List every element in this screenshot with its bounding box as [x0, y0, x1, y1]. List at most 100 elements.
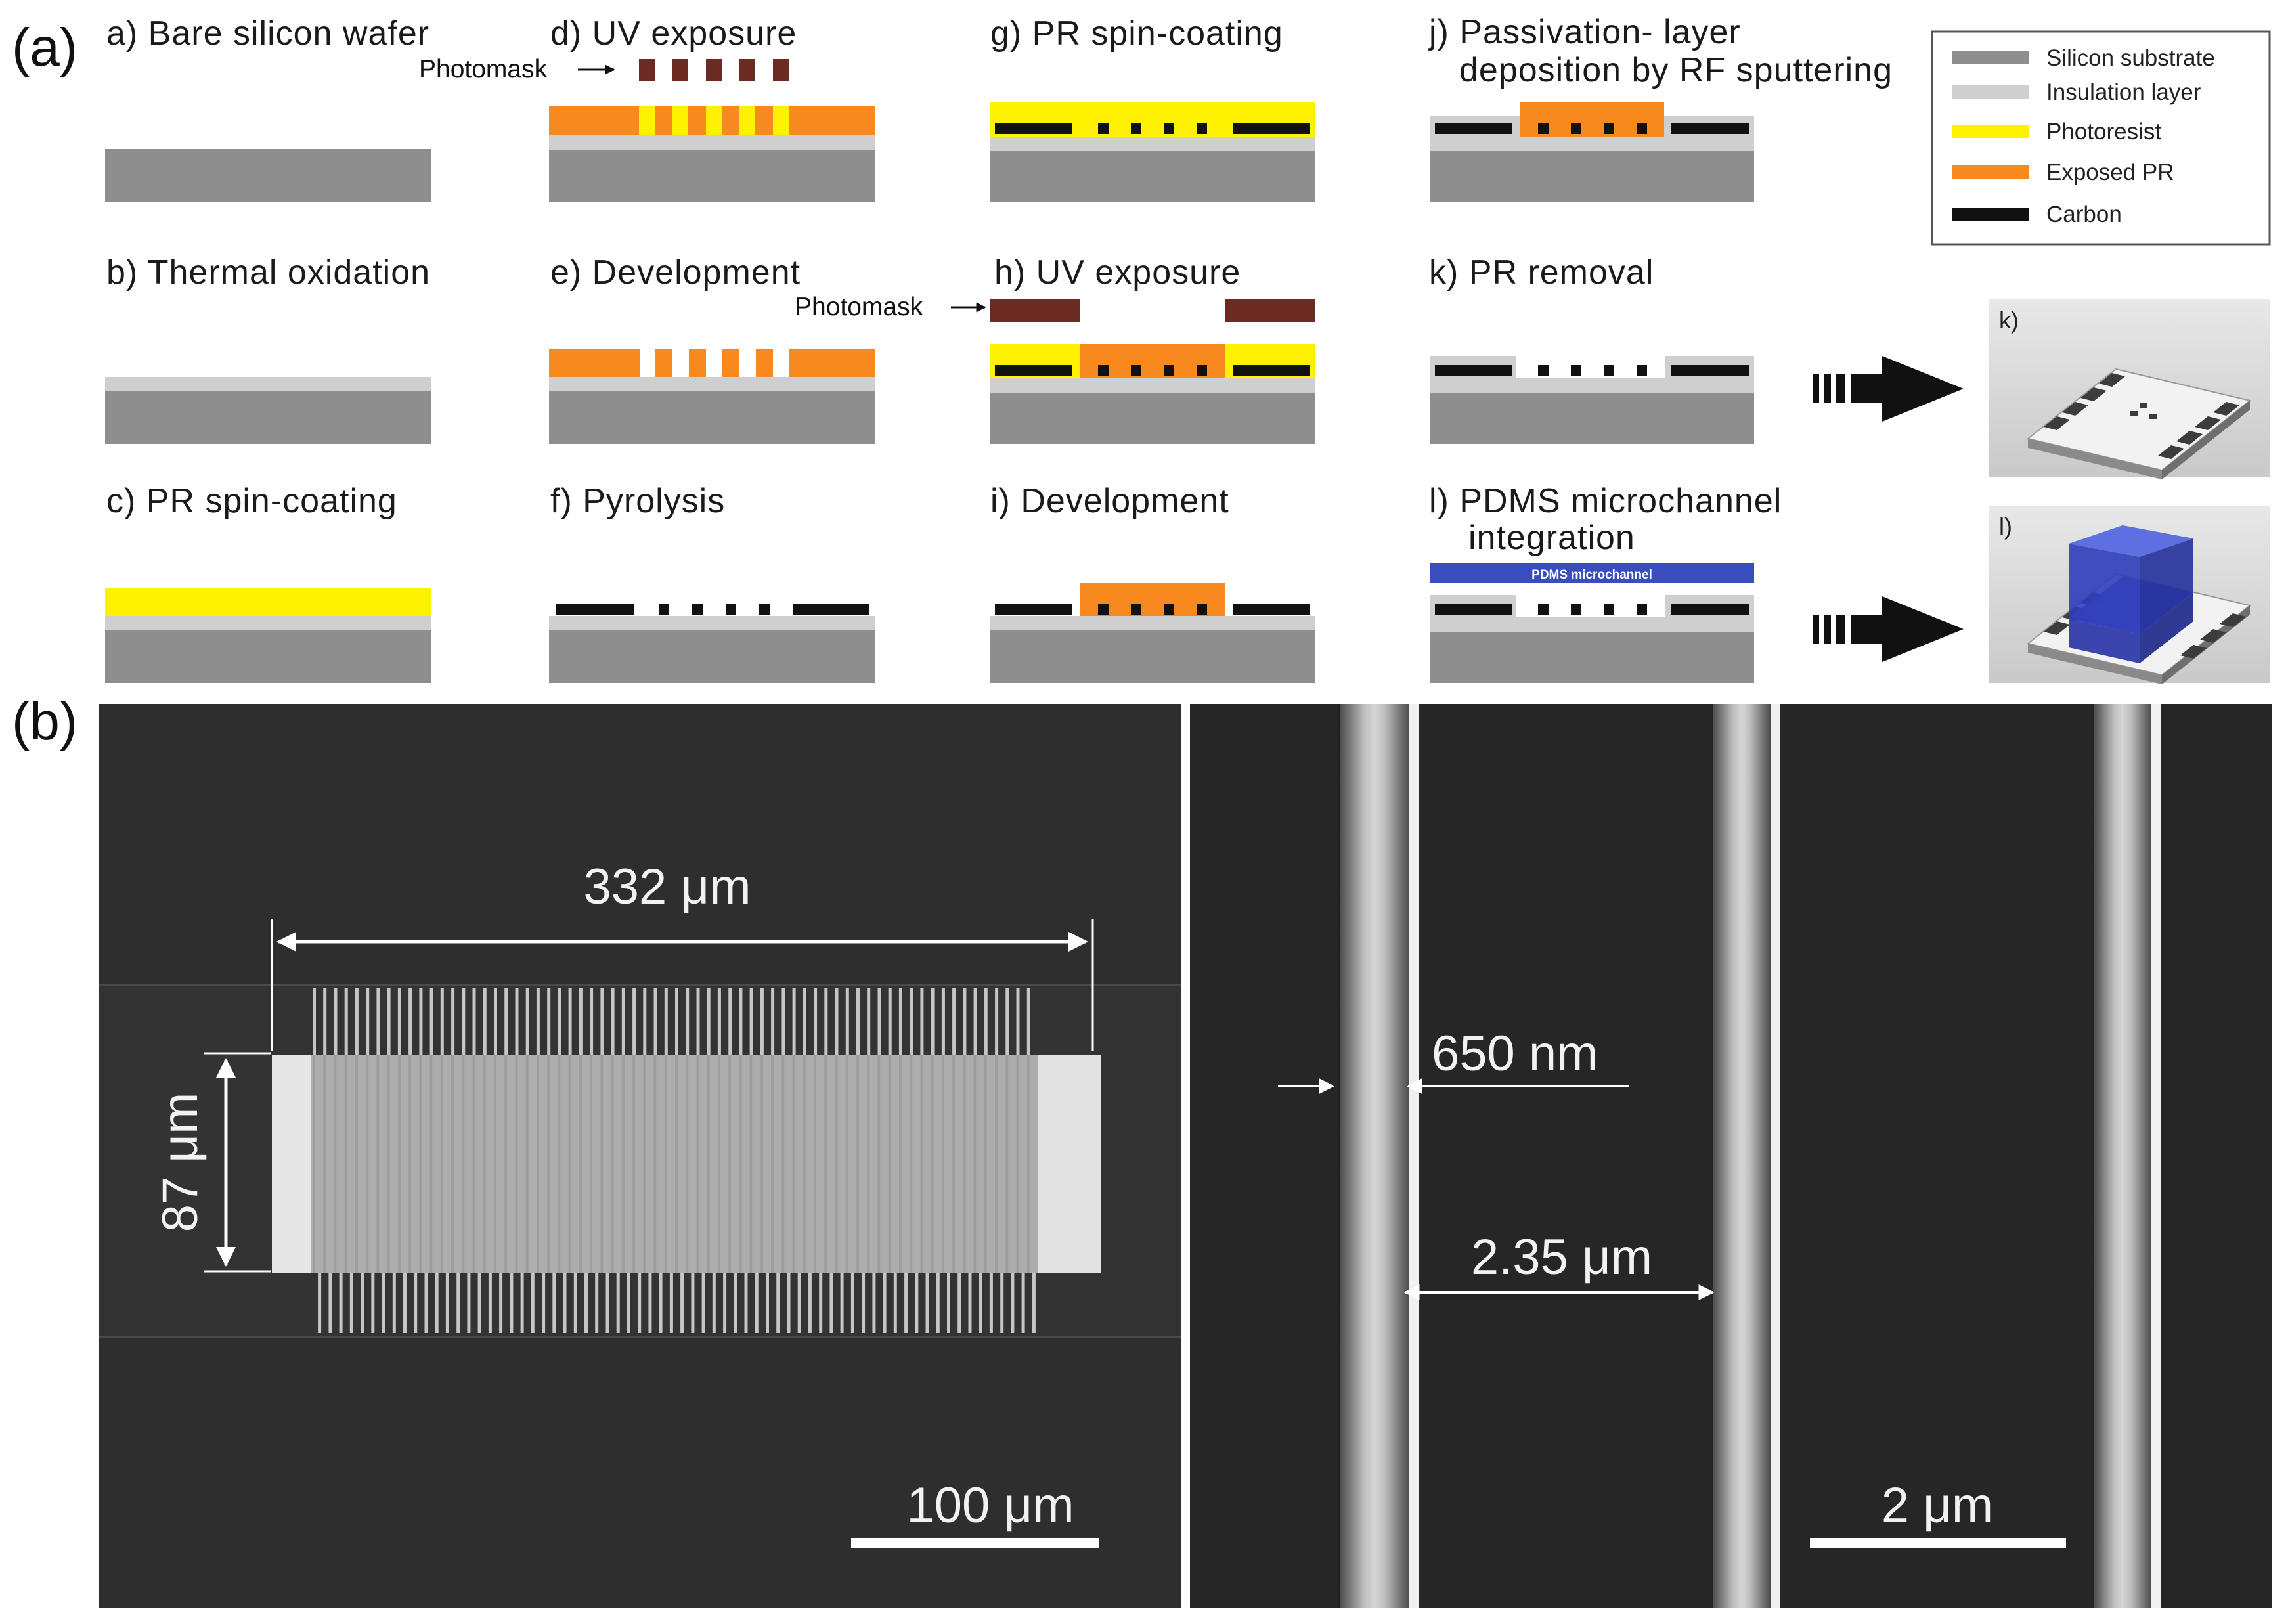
electrode-finger — [755, 1273, 759, 1333]
insulation-layer — [105, 377, 431, 391]
electrode-finger — [355, 988, 359, 1055]
electrode-finger — [936, 1273, 940, 1333]
electrode-finger-line — [793, 1055, 795, 1273]
step-j-title-1: j) Passivation- layer — [1428, 13, 1741, 51]
electrode-finger — [313, 988, 316, 1055]
electrode-finger — [611, 988, 615, 1055]
electrode-finger-line — [739, 1055, 741, 1273]
insulation-layer — [990, 616, 1315, 630]
electrode-finger — [542, 1273, 545, 1333]
electrode-finger — [718, 988, 721, 1055]
electrode-finger — [894, 1273, 897, 1333]
electrode-finger-line — [984, 1055, 987, 1273]
electrode-finger-line — [760, 1055, 763, 1273]
electrode-finger — [824, 988, 827, 1055]
electrode-finger — [803, 988, 806, 1055]
electrode-finger — [867, 988, 870, 1055]
electrode-finger-line — [355, 1055, 358, 1273]
electrode-finger-line — [526, 1055, 529, 1273]
photomask-label-2: Photomask — [795, 293, 923, 321]
electrode-finger — [531, 1273, 535, 1333]
electrode-finger — [425, 1273, 428, 1333]
electrode-finger — [456, 1273, 460, 1333]
render-l-label: l) — [1999, 513, 2012, 540]
electrode-finger-line — [835, 1055, 838, 1273]
electrode-finger-line — [846, 1055, 848, 1273]
electrode-finger — [691, 1273, 694, 1333]
electrode-finger — [340, 1273, 343, 1333]
electrode-finger — [776, 1273, 780, 1333]
electrode-finger-line — [462, 1055, 464, 1273]
electrode-finger — [878, 988, 881, 1055]
electrode-finger-line — [910, 1055, 912, 1273]
electrode-finger-line — [686, 1055, 688, 1273]
electrode-finger — [829, 1273, 833, 1333]
electrode-finger — [552, 1273, 556, 1333]
silicon-substrate — [990, 393, 1315, 444]
step-d-diagram — [549, 59, 875, 202]
electrode-finger — [766, 1273, 769, 1333]
electrode-finger — [504, 988, 508, 1055]
electrode-finger — [686, 988, 689, 1055]
electrode-finger-line — [334, 1055, 337, 1273]
electrode-finger — [889, 988, 892, 1055]
electrode-finger-line — [814, 1055, 816, 1273]
electrode-finger-line — [781, 1055, 784, 1273]
electrode-finger-line — [974, 1055, 977, 1273]
legend-swatch-photoresist — [1952, 125, 2029, 138]
legend-label-insulation: Insulation layer — [2046, 79, 2201, 105]
step-h-diagram — [990, 299, 1315, 444]
electrode-finger — [451, 988, 454, 1055]
electrode-finger — [814, 988, 817, 1055]
electrode-finger — [904, 1273, 908, 1333]
electrode-finger — [398, 988, 401, 1055]
electrode-finger-line — [537, 1055, 539, 1273]
electrode-finger — [654, 988, 657, 1055]
electrode-finger — [494, 988, 497, 1055]
insulation-layer — [549, 377, 875, 391]
electrode-finger-line — [569, 1055, 571, 1273]
electrode-finger — [872, 1273, 875, 1333]
scale-bar-left-label: 100 μm — [906, 1478, 1074, 1533]
electrode-finger — [414, 1273, 417, 1333]
step-j-title-2: deposition by RF sputtering — [1459, 51, 1893, 89]
insulation-layer — [990, 137, 1315, 151]
electrode-finger — [702, 1273, 705, 1333]
electrode-finger — [915, 1273, 918, 1333]
electrode-finger — [334, 988, 338, 1055]
electrode-finger — [851, 1273, 854, 1333]
electrode-finger — [467, 1273, 470, 1333]
electrode-finger — [537, 988, 540, 1055]
electrode-finger — [734, 1273, 737, 1333]
electrode-finger — [665, 988, 668, 1055]
step-i-title: i) Development — [990, 482, 1229, 520]
step-h-title: h) UV exposure — [994, 253, 1241, 292]
electrode-finger-line — [952, 1055, 955, 1273]
legend-swatch-silicon — [1952, 51, 2029, 64]
electrode-finger — [680, 1273, 684, 1333]
electrode-finger — [745, 1273, 748, 1333]
photomask-bar — [990, 299, 1080, 322]
legend-swatch-exposed-pr — [1952, 165, 2029, 179]
electrode-finger — [798, 1273, 801, 1333]
electrode-finger — [408, 988, 412, 1055]
silicon-substrate — [105, 391, 431, 444]
step-f-title: f) Pyrolysis — [550, 482, 725, 520]
electrode-finger — [952, 988, 956, 1055]
step-d-title: d) UV exposure — [550, 14, 797, 53]
electrode-finger-line — [878, 1055, 881, 1273]
electrode-finger — [899, 988, 902, 1055]
electrode-finger — [584, 1273, 588, 1333]
electrode-finger — [643, 988, 646, 1055]
electrode-finger-line — [803, 1055, 806, 1273]
electrode-finger — [617, 1273, 620, 1333]
electrode-finger-line — [771, 1055, 774, 1273]
step-g-title: g) PR spin-coating — [990, 14, 1283, 53]
step-e-diagram — [549, 349, 875, 444]
arrow-to-render-k — [1813, 356, 1964, 422]
gap-label: 650 nm — [1432, 1026, 1598, 1082]
electrode-finger — [750, 988, 753, 1055]
step-l-title-1: l) PDMS microchannel — [1429, 482, 1782, 520]
electrode-finger — [430, 988, 433, 1055]
